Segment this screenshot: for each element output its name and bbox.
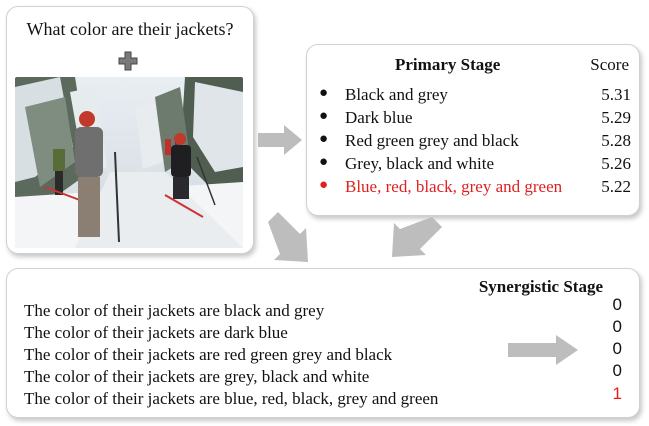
statement-text: The color of their jackets are red green… (24, 345, 393, 364)
arrow-down-left-icon (392, 217, 442, 257)
skiers-photo (15, 77, 243, 248)
answer-score: 5.31 (601, 85, 631, 104)
answer-text: Blue, red, black, grey and green (345, 177, 563, 196)
question-text: What color are their jackets? (26, 19, 234, 39)
statement-text: The color of their jackets are blue, red… (24, 389, 439, 408)
primary-stage-panel: Primary Stage Score ● Black and grey 5.3… (306, 44, 640, 216)
statement-value-highlighted: 1 (612, 384, 622, 403)
answer-row: ● Grey, black and white 5.26 (319, 154, 631, 176)
primary-stage-title: Primary Stage (395, 55, 501, 74)
statement-text: The color of their jackets are grey, bla… (24, 367, 370, 386)
answer-row: ● Dark blue 5.29 (319, 108, 631, 130)
bullet-icon: ● (319, 177, 329, 193)
statement-value: 0 (612, 361, 622, 380)
answer-text: Grey, black and white (345, 154, 495, 173)
arrow-down-right-icon (268, 212, 308, 262)
answer-row: ● Red green grey and black 5.28 (319, 131, 631, 153)
bullet-icon: ● (319, 131, 329, 147)
answer-row-highlighted: ● Blue, red, black, grey and green 5.22 (319, 177, 631, 199)
answer-score: 5.22 (601, 177, 631, 196)
answer-text: Black and grey (345, 85, 448, 104)
score-header: Score (590, 55, 629, 74)
answer-score: 5.29 (601, 108, 631, 127)
bullet-icon: ● (319, 108, 329, 124)
synergistic-stage-title: Synergistic Stage (478, 277, 603, 296)
arrow-right-icon (508, 335, 578, 365)
plus-icon (118, 51, 138, 71)
statement-text: The color of their jackets are black and… (24, 301, 325, 320)
bullet-icon: ● (319, 154, 329, 170)
answer-text: Dark blue (345, 108, 413, 127)
answer-score: 5.28 (601, 131, 631, 150)
answer-row: ● Black and grey 5.31 (319, 85, 631, 107)
answer-score: 5.26 (601, 154, 631, 173)
statement-value: 0 (612, 295, 622, 314)
question-panel: What color are their jackets? (6, 6, 254, 254)
bullet-icon: ● (319, 85, 329, 101)
arrow-right-icon (258, 125, 302, 155)
statement-value: 0 (612, 339, 622, 358)
statement-text: The color of their jackets are dark blue (24, 323, 288, 342)
answer-text: Red green grey and black (345, 131, 519, 150)
statement-value: 0 (612, 317, 622, 336)
